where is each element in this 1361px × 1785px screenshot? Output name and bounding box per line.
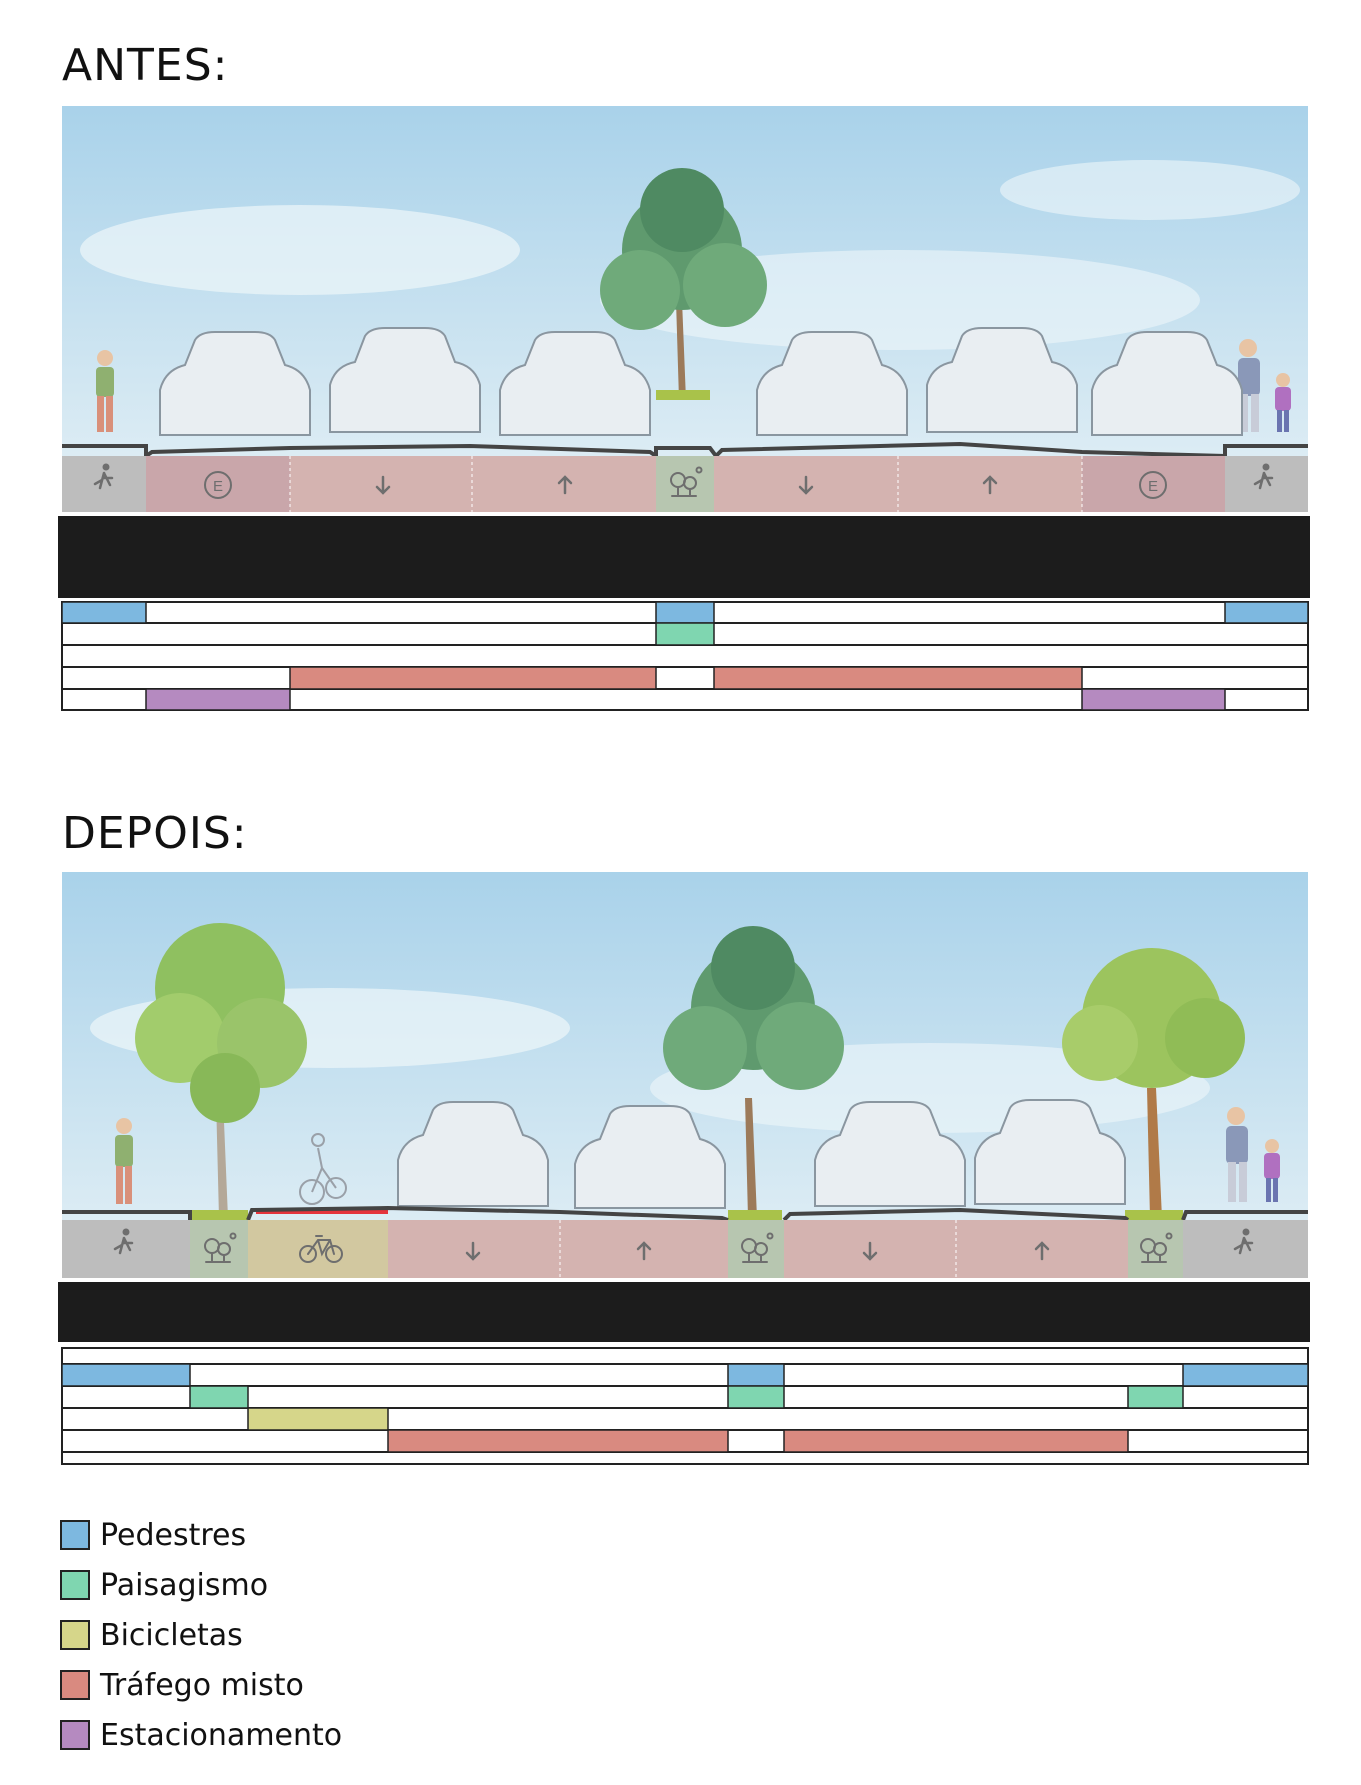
tree-illustration [135,923,307,1220]
pedestrian-icon [113,1228,134,1255]
parking-letter: E [1148,478,1158,495]
cyclist-illustration [299,1133,347,1205]
bar-pedestres [1224,601,1309,624]
lane-dividers [559,1220,957,1278]
bar-estacionamento [1081,688,1226,711]
lane-band-row [62,456,1308,512]
legend-swatch [60,1520,90,1550]
tree-icon [204,1232,237,1263]
legend-item-paisagismo: Paisagismo [60,1567,342,1603]
legend-swatch [60,1720,90,1750]
legend-label: Pedestres [100,1517,247,1553]
legend-label: Estacionamento [100,1717,343,1753]
cloud [80,205,520,295]
arrow-down-icon [375,475,391,495]
bar-paisagismo [655,622,715,646]
bar-bicicletas [247,1407,389,1431]
ground-band [58,1282,1310,1342]
bar-paisagismo [727,1385,785,1409]
tree-illustration [663,926,844,1220]
pedestrian-icon [93,463,114,490]
legend-swatch [60,1670,90,1700]
parking-letter: E [213,478,223,495]
bar-pedestres [1182,1363,1309,1387]
bar-trafego [289,666,657,690]
arrow-down-icon [798,475,814,495]
section-title-antes: ANTES: [62,40,229,91]
bar-paisagismo [1127,1385,1184,1409]
bicycle-icon [299,1235,343,1263]
cloud [1000,160,1300,220]
cross-section-depois [58,872,1310,1465]
bar-pedestres [61,1363,191,1387]
pedestrian-illustration [96,350,114,432]
arrow-up-icon [1034,1241,1050,1261]
tree-illustration [600,168,767,400]
cross-section-antes: E E [58,106,1310,711]
legend-item-bicicletas: Bicicletas [60,1617,342,1653]
ground-band [58,516,1310,598]
arrow-up-icon [982,475,998,495]
tree-illustration [1062,948,1245,1220]
road-surface-line [62,441,1308,460]
bar-trafego [387,1429,729,1453]
legend-label: Tráfego misto [100,1667,304,1703]
lane-band-parking [146,456,290,512]
tree-icon [670,466,703,497]
legend-label: Bicicletas [100,1617,243,1653]
pedestrian-illustration [1238,339,1291,432]
pedestrian-icon [1253,463,1274,490]
lane-band-parking [1082,456,1225,512]
pedestrian-illustration [115,1118,133,1204]
pedestrian-illustration [1226,1107,1280,1202]
pedestrian-icon [1233,1228,1254,1255]
tree-icon [741,1232,774,1263]
legend-item-trafego: Tráfego misto [60,1667,342,1703]
legend-label: Paisagismo [100,1567,269,1603]
legend: Pedestres Paisagismo Bicicletas Tráfego … [60,1518,342,1768]
legend-item-estacionamento: Estacionamento [60,1717,343,1753]
bar-trafego [783,1429,1129,1453]
tree-icon [1140,1232,1173,1263]
legend-swatch [60,1620,90,1650]
lane-band-traffic [290,456,472,512]
car-illustration [397,1099,1126,1209]
road-surface-line [62,1205,1308,1222]
legend-swatch [60,1570,90,1600]
bike-lane-surface [256,1208,388,1214]
legend-item-pedestres: Pedestres [60,1517,342,1553]
arrow-up-icon [557,475,573,495]
section-title-depois: DEPOIS: [62,808,248,859]
bar-estacionamento [145,688,291,711]
car-illustration [159,327,1243,436]
lane-band-landscaping [1128,1220,1183,1278]
bar-pedestres [61,601,147,624]
arrow-up-icon [636,1241,652,1261]
arrow-down-icon [862,1241,878,1261]
bar-trafego [713,666,1083,690]
lane-band-row [62,1220,1308,1278]
lane-band-bike [248,1220,388,1278]
arrow-down-icon [465,1241,481,1261]
bar-pedestres [655,601,715,624]
parking-e-icon [1139,471,1167,499]
bar-paisagismo [189,1385,249,1409]
bar-pedestres [727,1363,785,1387]
parking-e-icon [204,471,232,499]
